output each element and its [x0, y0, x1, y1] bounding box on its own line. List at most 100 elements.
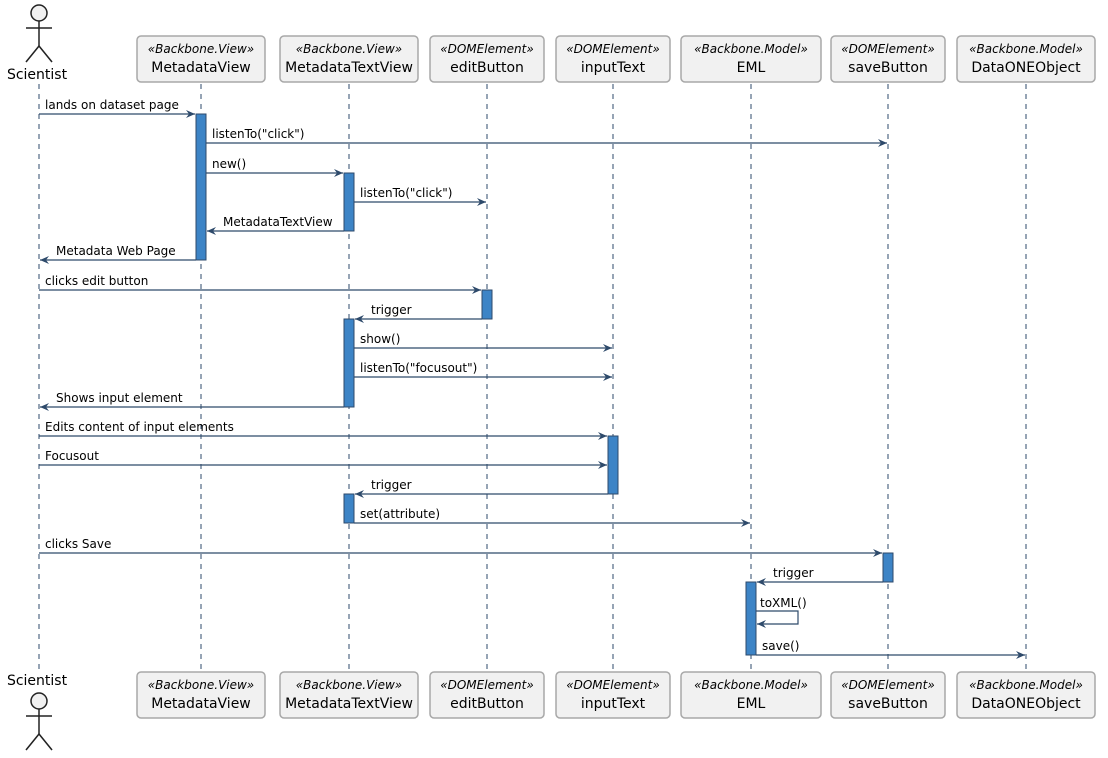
message-label: trigger: [371, 478, 412, 492]
message: Shows input element: [40, 391, 344, 411]
participant-box: [680, 35, 822, 83]
message: Metadata Web Page: [40, 244, 196, 264]
message-label: toXML(): [760, 596, 807, 610]
participant-box: [279, 671, 419, 719]
message: listenTo("click"): [206, 127, 887, 147]
message: lands on dataset page: [39, 98, 195, 118]
participant-stereotype: «DOMElement»: [841, 678, 935, 692]
participant-box: [555, 35, 671, 83]
participant-stereotype: «Backbone.Model»: [969, 42, 1083, 56]
activation-bar: [607, 435, 619, 495]
participant-stereotype: «Backbone.Model»: [969, 678, 1083, 692]
message-label: set(attribute): [360, 507, 440, 521]
participant-box: [429, 671, 545, 719]
message-label: show(): [360, 332, 400, 346]
participant-name: inputText: [581, 696, 646, 712]
actor-stick-figure-icon: [25, 4, 53, 63]
participant-name: EML: [737, 696, 766, 712]
participant-input_text-bottom: «DOMElement» inputText: [555, 671, 671, 719]
participant-name: EML: [737, 60, 766, 76]
message: trigger: [757, 566, 883, 586]
participant-stereotype: «Backbone.View»: [296, 42, 402, 56]
message-label: lands on dataset page: [45, 98, 179, 112]
message-label: Shows input element: [56, 391, 183, 405]
activation-bar: [343, 318, 355, 408]
participant-input_text-top: «DOMElement» inputText: [555, 35, 671, 83]
message-label: new(): [212, 157, 246, 171]
participant-stereotype: «DOMElement»: [841, 42, 935, 56]
participant-name: MetadataView: [151, 696, 251, 712]
participant-save_button-top: «DOMElement» saveButton: [830, 35, 946, 83]
participant-box: [830, 671, 946, 719]
message-label: listenTo("focusout"): [360, 361, 477, 375]
message-label: listenTo("click"): [360, 186, 452, 200]
participant-metadata_view-bottom: «Backbone.View» MetadataView: [136, 671, 266, 719]
message-label: clicks Save: [45, 537, 111, 551]
message-label: MetadataTextView: [223, 215, 333, 229]
participant-box: [429, 35, 545, 83]
participant-stereotype: «Backbone.View»: [148, 42, 254, 56]
actor-label: Scientist: [7, 673, 68, 689]
message: set(attribute): [354, 507, 750, 527]
activation-bar: [745, 581, 757, 656]
message: listenTo("focusout"): [354, 361, 612, 381]
participant-name: inputText: [581, 60, 646, 76]
participant-metadata_text_view-top: «Backbone.View» MetadataTextView: [279, 35, 419, 83]
participant-box: [956, 35, 1096, 83]
message: toXML(): [756, 596, 807, 628]
message-label: Focusout: [45, 449, 99, 463]
message-label: clicks edit button: [45, 274, 148, 288]
participant-stereotype: «Backbone.View»: [148, 678, 254, 692]
participant-metadata_view-top: «Backbone.View»MetadataView: [136, 35, 266, 83]
message-label: Edits content of input elements: [45, 420, 234, 434]
participant-stereotype: «Backbone.Model»: [694, 42, 808, 56]
message-label: Metadata Web Page: [56, 244, 176, 258]
message-label: trigger: [773, 566, 814, 580]
participant-box: [136, 671, 266, 719]
participant-metadata_text_view-bottom: «Backbone.View» MetadataTextView: [279, 671, 419, 719]
participant-name: DataONEObject: [971, 60, 1081, 76]
participant-name: editButton: [450, 60, 524, 76]
participant-edit_button-top: «DOMElement»editButton: [429, 35, 545, 83]
message-label: save(): [762, 639, 799, 653]
activation-bar: [195, 113, 207, 261]
participant-name: MetadataTextView: [285, 60, 413, 76]
participant-box: [279, 35, 419, 83]
participant-name: editButton: [450, 696, 524, 712]
message: Focusout: [39, 449, 607, 469]
participant-box: [830, 35, 946, 83]
participant-name: MetadataTextView: [285, 696, 413, 712]
activation-bar: [343, 172, 355, 232]
message: trigger: [355, 303, 482, 323]
participant-stereotype: «DOMElement»: [566, 678, 660, 692]
activation-bar: [481, 289, 493, 320]
participant-box: [956, 671, 1096, 719]
message: listenTo("click"): [354, 186, 486, 206]
message: show(): [354, 332, 612, 352]
participant-stereotype: «DOMElement»: [566, 42, 660, 56]
participant-eml-top: «Backbone.Model» EML: [680, 35, 822, 83]
participant-edit_button-bottom: «DOMElement»editButton: [429, 671, 545, 719]
message: MetadataTextView: [207, 215, 344, 235]
message: Edits content of input elements: [39, 420, 607, 440]
activation-bar: [882, 552, 894, 583]
participant-dataone_object-top: «Backbone.Model» DataONEObject: [956, 35, 1096, 83]
activation-bar: [343, 493, 355, 524]
actor-scientist-bottom: Scientist: [7, 673, 68, 751]
message: trigger: [355, 478, 608, 498]
participant-stereotype: «Backbone.Model»: [694, 678, 808, 692]
message: new(): [206, 157, 343, 177]
participant-save_button-bottom: «DOMElement» saveButton: [830, 671, 946, 719]
participant-box: [136, 35, 266, 83]
message-label: listenTo("click"): [212, 127, 304, 141]
message-arrow: [756, 610, 799, 628]
participant-name: saveButton: [848, 60, 928, 76]
participant-stereotype: «Backbone.View»: [296, 678, 402, 692]
message: clicks Save: [39, 537, 882, 557]
actor-stick-figure-icon: [25, 692, 53, 751]
participant-name: DataONEObject: [971, 696, 1081, 712]
message: save(): [756, 639, 1025, 659]
participant-eml-bottom: «Backbone.Model» EML: [680, 671, 822, 719]
participant-name: saveButton: [848, 696, 928, 712]
